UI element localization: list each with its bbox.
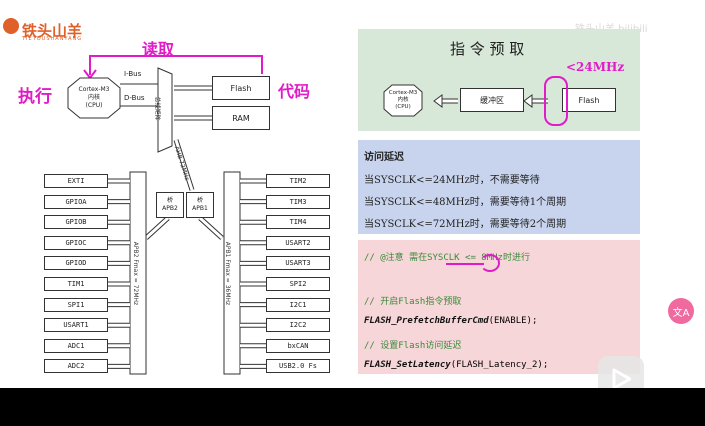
apb1-periph-spi2: SPI2 <box>266 277 330 291</box>
code-comment-prefetch: // 开启Flash指令预取 <box>364 297 462 307</box>
apb1-periph-tim3: TIM3 <box>266 194 330 209</box>
slide: 铁头山羊 TIETOUSHANYANG 铁头山羊 bilibili <box>0 0 705 388</box>
apb1-periph-tim2: TIM2 <box>266 174 330 188</box>
brand-subtitle: TIETOUSHANYANG <box>22 36 83 42</box>
brand-name: 铁头山羊 <box>22 22 83 40</box>
apb1-periph-i2c1: I2C1 <box>266 297 330 312</box>
apb1-periph-usart3: USART3 <box>266 256 330 271</box>
sysclk-underline <box>446 263 484 265</box>
latency-panel <box>358 140 640 234</box>
player-bottom-bar <box>0 388 705 426</box>
latency-line-2: 当SYSCLK<=48MHz时，需要等待1个周期 <box>364 197 567 208</box>
flash-circle-annotation <box>544 76 568 126</box>
apb2-periph-adc2: ADC2 <box>44 359 108 374</box>
flash-block: Flash <box>212 76 270 100</box>
bridge-apb1: 桥 APB1 <box>186 192 214 218</box>
apb1-periph-bxcan: bxCAN <box>266 338 330 353</box>
apb1-periph-tim4: TIM4 <box>266 215 330 230</box>
apb2-periph-gpiod: GPIOD <box>44 256 108 271</box>
latency-function: FLASH_SetLatency <box>364 360 451 370</box>
apb2-periph-gpioc: GPIOC <box>44 235 108 250</box>
apb2-periph-tim1: TIM1 <box>44 277 108 291</box>
code-comment-latency: // 设置Flash访问延迟 <box>364 341 462 351</box>
apb2-periph-usart1: USART1 <box>44 318 108 333</box>
cpu-core: Cortex-M3 内核 (CPU) <box>78 86 110 109</box>
buffer-block: 缓冲区 <box>460 88 524 112</box>
bus-matrix-label: 总线矩阵 <box>153 96 161 121</box>
apb2-periph-adc1: ADC1 <box>44 338 108 353</box>
annotation-read: 读取 <box>142 40 175 59</box>
latency-title: 访问延迟 <box>364 152 404 163</box>
apb2-periph-exti: EXTI <box>44 174 108 188</box>
prefetch-function: FLASH_PrefetchBufferCmd <box>364 316 489 326</box>
annotation-freq: <24MHz <box>566 60 625 74</box>
annotation-execute: 执行 <box>18 87 52 107</box>
latency-args: (FLASH_Latency_2); <box>450 360 549 370</box>
apb2-periph-gpiob: GPIOB <box>44 215 108 230</box>
code-comment-note: // @注意 需在SYSCLK <= 8MHz时进行 <box>364 253 530 263</box>
latency-line-1: 当SYSCLK<=24MHz时，不需要等待 <box>364 175 540 186</box>
architecture-diagram <box>67 55 266 375</box>
apb1-periph-usart2: USART2 <box>266 235 330 250</box>
apb1-periph-i2c2: I2C2 <box>266 318 330 333</box>
apb1-label: APB1 Fmax = 36MHz <box>224 241 232 306</box>
apb1-periph-usb2-0-fs: USB2.0 Fs <box>266 359 330 374</box>
translate-icon[interactable]: 文A <box>668 298 694 324</box>
play-triangle-icon <box>612 368 631 390</box>
brand-logo-icon <box>3 18 19 34</box>
code-latency-call: FLASH_SetLatency(FLASH_Latency_2); <box>364 360 548 370</box>
sysclk-circle-annotation <box>480 254 500 272</box>
prefetch-args: (ENABLE); <box>488 316 538 326</box>
annotation-code: 代码 <box>278 82 311 101</box>
ram-block: RAM <box>212 106 270 130</box>
prefetch-flash-block: Flash <box>562 88 616 112</box>
latency-line-3: 当SYSCLK<=72MHz时，需要等待2个周期 <box>364 219 567 230</box>
prefetch-title: 指 令 预 取 <box>450 40 525 58</box>
apb2-label: APB2 Fmax = 72MHz <box>132 241 140 306</box>
dbus-label: D-Bus <box>124 94 145 102</box>
ibus-label: I-Bus <box>124 70 142 78</box>
apb2-periph-spi1: SPI1 <box>44 297 108 312</box>
code-prefetch-call: FLASH_PrefetchBufferCmd(ENABLE); <box>364 316 537 326</box>
prefetch-cpu: Cortex-M3 内核 (CPU) <box>388 90 418 110</box>
bridge-apb2: 桥 APB2 <box>156 192 184 218</box>
apb2-periph-gpioa: GPIOA <box>44 194 108 209</box>
